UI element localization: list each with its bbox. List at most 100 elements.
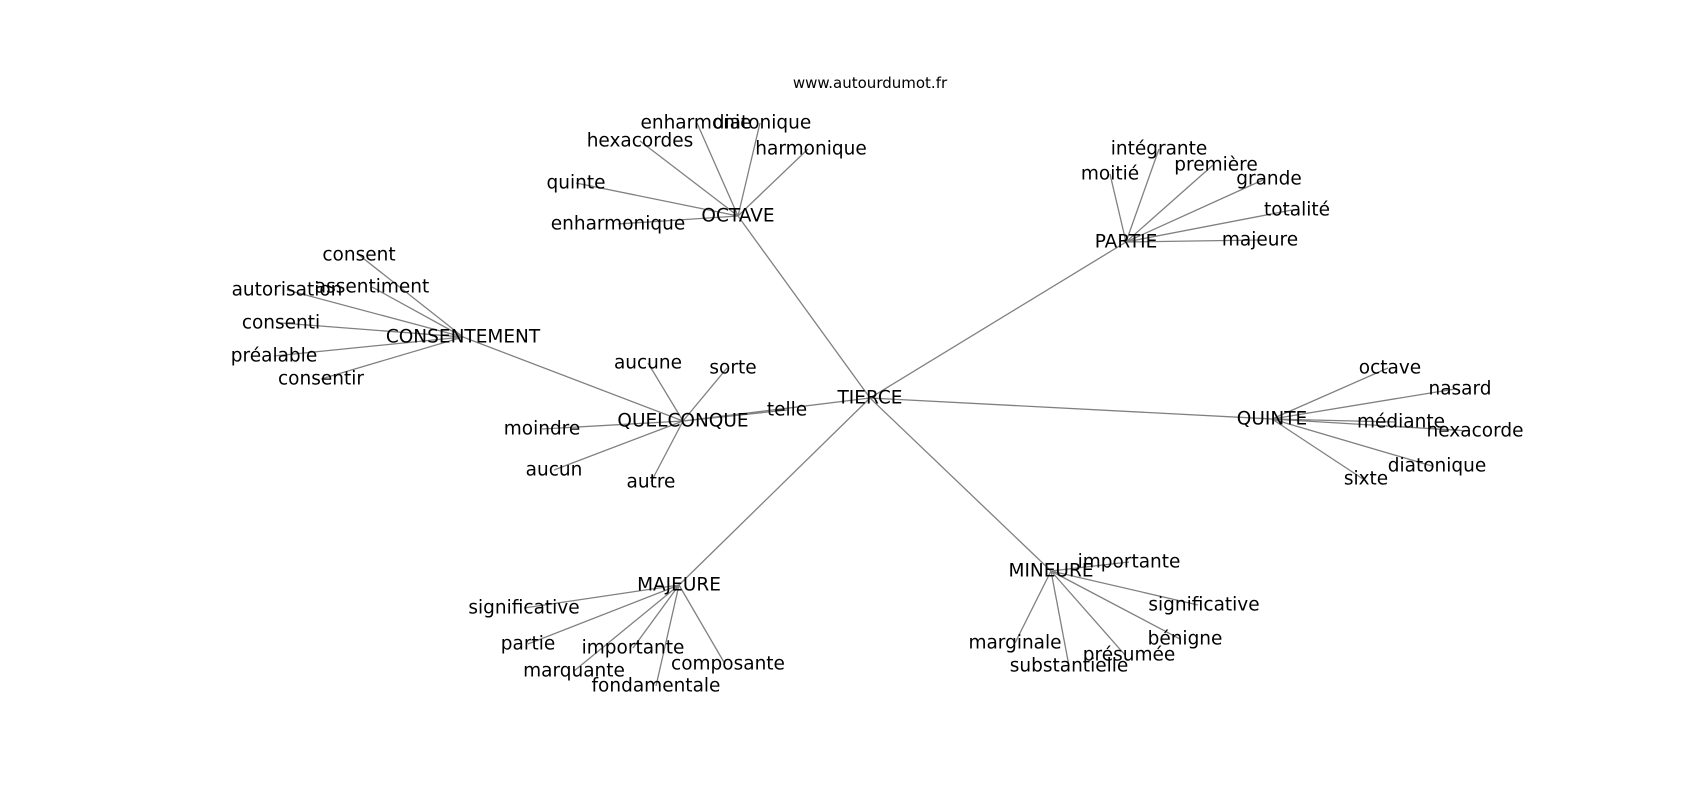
leaf-edge-octave-0 xyxy=(696,122,739,217)
leaf-edge-octave-4 xyxy=(575,182,739,217)
leaf-node-quelconque-0: aucune xyxy=(614,353,682,374)
leaf-node-quelconque-5: autre xyxy=(627,472,676,493)
leaf-edge-mineure-4 xyxy=(1050,570,1126,656)
leaf-edge-mineure-0 xyxy=(1050,561,1130,572)
leaf-node-consentement-2: autorisation xyxy=(232,280,343,301)
leaf-node-partie-2: première xyxy=(1174,155,1257,176)
leaf-edge-consentement-5 xyxy=(320,336,464,380)
leaf-node-octave-4: quinte xyxy=(547,173,606,194)
hub-node-octave: OCTAVE xyxy=(701,206,774,227)
leaf-node-octave-3: harmonique xyxy=(755,139,866,160)
leaf-edge-mineure-3 xyxy=(1014,570,1052,644)
leaf-edge-consentement-4 xyxy=(273,336,464,357)
leaf-edge-quinte-4 xyxy=(1271,418,1433,467)
leaf-edge-octave-2 xyxy=(639,140,739,217)
leaf-edge-quelconque-3 xyxy=(541,420,684,430)
leaf-node-partie-0: intégrante xyxy=(1111,139,1208,160)
leaf-node-consentement-1: assentiment xyxy=(315,277,430,298)
source-url: www.autourdumot.fr xyxy=(793,74,948,92)
leaf-node-majeure-4: marquante xyxy=(523,661,625,682)
leaf-edge-quelconque-4 xyxy=(553,420,684,471)
edges-layer xyxy=(273,122,1471,687)
leaf-node-mineure-1: significative xyxy=(1148,595,1259,616)
hub-node-mineure: MINEURE xyxy=(1008,561,1093,582)
leaf-edge-quinte-2 xyxy=(1271,418,1396,423)
leaf-node-consentement-4: préalable xyxy=(231,346,317,367)
leaf-node-octave-5: enharmonique xyxy=(551,214,686,235)
leaf-node-consentement-0: consent xyxy=(322,245,395,266)
leaf-edge-mineure-1 xyxy=(1050,570,1199,606)
leaf-edge-consentement-0 xyxy=(358,254,464,338)
leaf-edge-partie-3 xyxy=(1125,178,1266,243)
leaf-node-consentement-5: consentir xyxy=(278,369,364,390)
leaf-edge-quinte-1 xyxy=(1271,388,1456,420)
leaf-node-majeure-0: significative xyxy=(468,598,579,619)
leaf-node-quinte-3: hexacorde xyxy=(1427,421,1524,442)
leaf-node-majeure-3: composante xyxy=(671,654,785,675)
leaf-node-quinte-2: médiante xyxy=(1357,412,1445,433)
leaf-node-quinte-0: octave xyxy=(1359,358,1421,379)
leaf-node-quinte-5: sixte xyxy=(1344,469,1388,490)
leaf-node-partie-5: majeure xyxy=(1222,230,1298,251)
leaf-node-majeure-2: importante xyxy=(582,638,685,659)
hub-edge-tierce-partie xyxy=(869,241,1127,399)
leaf-node-octave-1: diatonique xyxy=(713,113,812,134)
leaf-edge-consentement-2 xyxy=(286,289,464,338)
leaf-edge-consentement-3 xyxy=(280,322,464,338)
leaf-edge-octave-5 xyxy=(617,215,739,225)
leaf-edge-mineure-2 xyxy=(1050,570,1181,640)
leaf-node-octave-2: hexacordes xyxy=(587,131,694,152)
leaf-node-majeure-5: fondamentale xyxy=(592,676,721,697)
leaf-edge-quelconque-1 xyxy=(682,367,728,422)
hub-edge-quelconque-consentement xyxy=(462,336,684,422)
leaf-node-partie-4: totalité xyxy=(1264,200,1330,221)
center-node: TIERCE xyxy=(837,388,903,409)
hub-edge-tierce-mineure xyxy=(869,397,1052,572)
leaf-node-majeure-1: partie xyxy=(501,634,555,655)
leaf-edge-quinte-0 xyxy=(1271,367,1389,420)
leaf-node-octave-0: enharmonie xyxy=(640,113,751,134)
leaf-edge-quinte-3 xyxy=(1271,418,1471,432)
leaf-node-mineure-4: présumée xyxy=(1083,645,1175,666)
leaf-node-quinte-1: nasard xyxy=(1428,379,1491,400)
leaf-node-mineure-2: bénigne xyxy=(1148,629,1223,650)
leaf-edge-consentement-1 xyxy=(371,286,464,338)
leaf-edge-partie-1 xyxy=(1109,173,1127,243)
hub-node-majeure: MAJEURE xyxy=(637,575,721,596)
leaf-edge-majeure-2 xyxy=(632,584,680,649)
leaf-node-mineure-3: marginale xyxy=(968,633,1061,654)
leaf-node-quelconque-3: moindre xyxy=(504,419,581,440)
leaf-edge-majeure-4 xyxy=(573,584,680,672)
leaf-node-quelconque-4: aucun xyxy=(526,460,583,481)
leaf-edge-majeure-3 xyxy=(678,584,726,665)
hub-edge-tierce-quinte xyxy=(869,397,1273,420)
leaf-edge-majeure-0 xyxy=(523,584,680,609)
leaf-edge-majeure-5 xyxy=(655,584,680,687)
hub-node-consentement: CONSENTEMENT xyxy=(386,327,541,348)
leaf-edge-majeure-1 xyxy=(527,584,680,645)
leaf-edge-quelconque-2 xyxy=(682,409,788,422)
hub-node-partie: PARTIE xyxy=(1095,232,1158,253)
leaf-edge-octave-3 xyxy=(737,148,809,217)
leaf-edge-octave-1 xyxy=(737,122,761,217)
hub-node-quelconque: QUELCONQUE xyxy=(617,411,748,432)
leaf-edge-quelconque-0 xyxy=(647,362,684,422)
hub-edge-tierce-octave xyxy=(737,215,871,399)
leaf-edge-partie-5 xyxy=(1125,239,1261,243)
leaf-node-partie-3: grande xyxy=(1236,169,1302,190)
leaf-edge-quinte-5 xyxy=(1271,418,1364,480)
leaf-edge-partie-4 xyxy=(1125,209,1293,243)
leaf-edge-partie-0 xyxy=(1125,148,1160,243)
hub-edge-tierce-majeure xyxy=(678,397,871,586)
leaf-node-quinte-4: diatonique xyxy=(1388,456,1487,477)
leaf-node-partie-1: moitié xyxy=(1081,164,1139,185)
leaf-node-quelconque-1: sorte xyxy=(709,358,756,379)
leaf-edge-quelconque-5 xyxy=(650,420,684,483)
leaf-node-mineure-0: importante xyxy=(1078,552,1181,573)
leaf-node-mineure-5: substantielle xyxy=(1010,656,1129,677)
leaf-node-consentement-3: consenti xyxy=(242,313,320,334)
leaf-edge-partie-2 xyxy=(1125,164,1214,243)
hub-node-quinte: QUINTE xyxy=(1237,409,1307,430)
